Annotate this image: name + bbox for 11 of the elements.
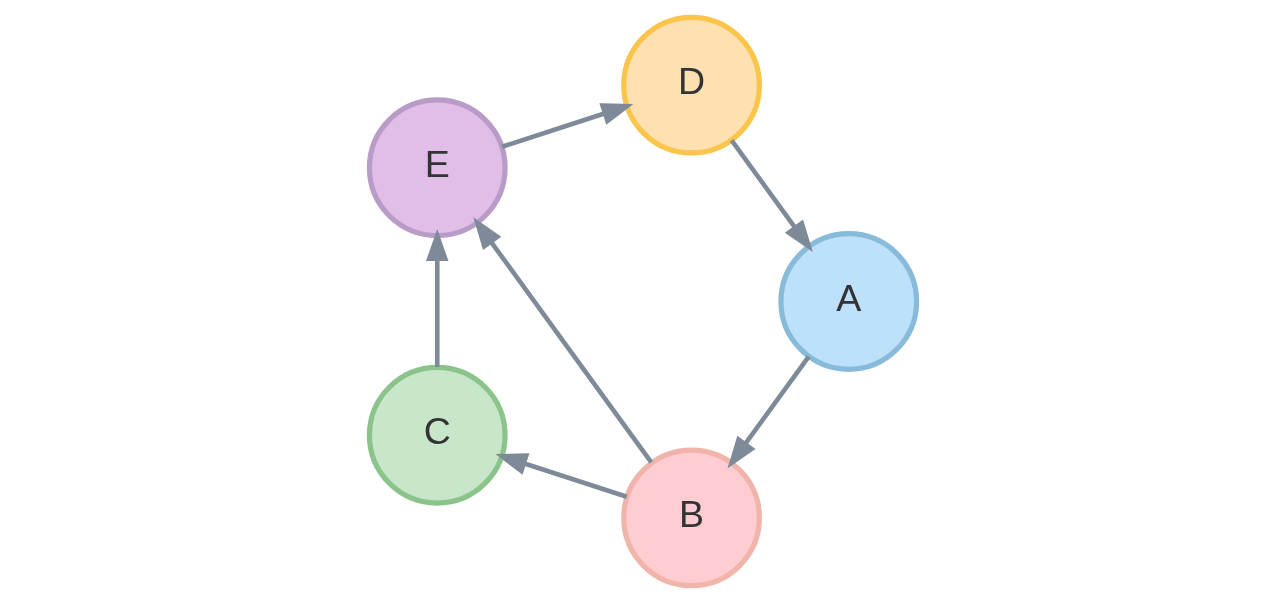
node-circle: E xyxy=(366,96,508,238)
arrow xyxy=(473,216,654,464)
arrow xyxy=(495,452,628,499)
node-circle: A xyxy=(778,230,920,372)
node-circle: C xyxy=(366,364,508,506)
arrow xyxy=(727,354,811,468)
arrow xyxy=(501,102,634,149)
arrow xyxy=(425,228,449,367)
node-circle: B xyxy=(621,446,762,588)
arrow xyxy=(729,138,813,252)
node-circle: D xyxy=(621,14,762,156)
